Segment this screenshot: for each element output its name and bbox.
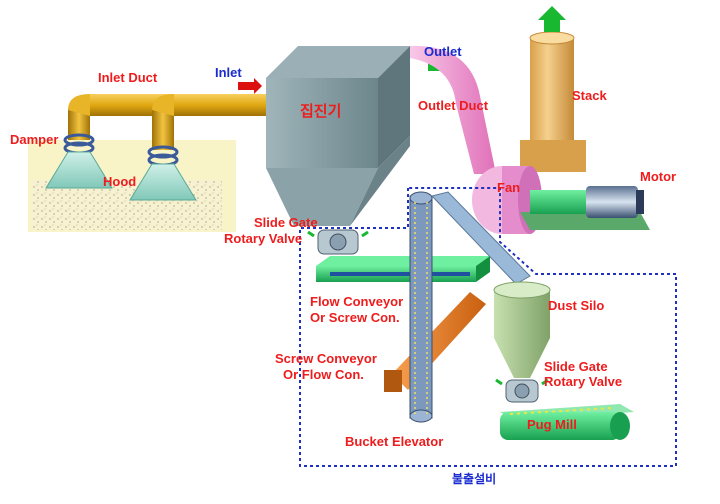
screw-conveyor: [392, 292, 486, 390]
dust-collector: [266, 46, 410, 226]
label-damper: Damper: [10, 132, 59, 147]
label-rotary-valve-1: Rotary Valve: [224, 231, 303, 246]
label-inlet-duct: Inlet Duct: [98, 70, 158, 85]
outlet-duct: [410, 45, 496, 174]
flow-conveyor: [316, 256, 490, 282]
motor: [520, 186, 650, 230]
label-slide-gate-1: Slide Gate: [254, 215, 318, 230]
discharge-equipment-boundary: [299, 187, 677, 467]
label-outlet-duct: Outlet Duct: [418, 98, 489, 113]
hood-1: [45, 151, 113, 189]
elevator-chute: [431, 191, 531, 285]
bucket-elevator: [409, 191, 433, 423]
stack: [520, 31, 586, 172]
label-dust-silo: Dust Silo: [548, 298, 605, 313]
label-rotary-valve-2: Rotary Valve: [544, 374, 623, 389]
label-bucket-elevator: Bucket Elevator: [345, 434, 444, 449]
label-inlet: Inlet: [215, 65, 242, 80]
label-screw-con: Or Screw Con.: [310, 310, 400, 325]
inlet-arrow: [238, 78, 262, 94]
label-discharge-equipment: 불출설비: [452, 472, 497, 486]
rotary-valve-2: [495, 378, 549, 403]
inlet-duct: [68, 94, 270, 150]
label-motor: Motor: [640, 169, 677, 184]
label-hood: Hood: [103, 174, 137, 189]
label-flow-conveyor: Flow Conveyor: [310, 294, 404, 309]
label-slide-gate-2: Slide Gate: [544, 359, 608, 374]
rotary-valve-1: [307, 229, 369, 255]
pug-mill: [500, 404, 634, 440]
label-outlet: Outlet: [424, 44, 462, 59]
hood-2: [129, 163, 197, 201]
screw-conveyor-end: [384, 370, 402, 392]
label-stack: Stack: [572, 88, 607, 103]
label-pug-mill: Pug Mill: [527, 417, 577, 432]
dust-silo: [493, 281, 551, 378]
stack-arrow: [538, 6, 566, 32]
label-screw-conveyor: Screw Conveyor: [275, 351, 377, 366]
label-fan: Fan: [497, 180, 521, 195]
label-flow-con: Or Flow Con.: [283, 367, 364, 382]
label-collector: 집진기: [300, 102, 342, 120]
